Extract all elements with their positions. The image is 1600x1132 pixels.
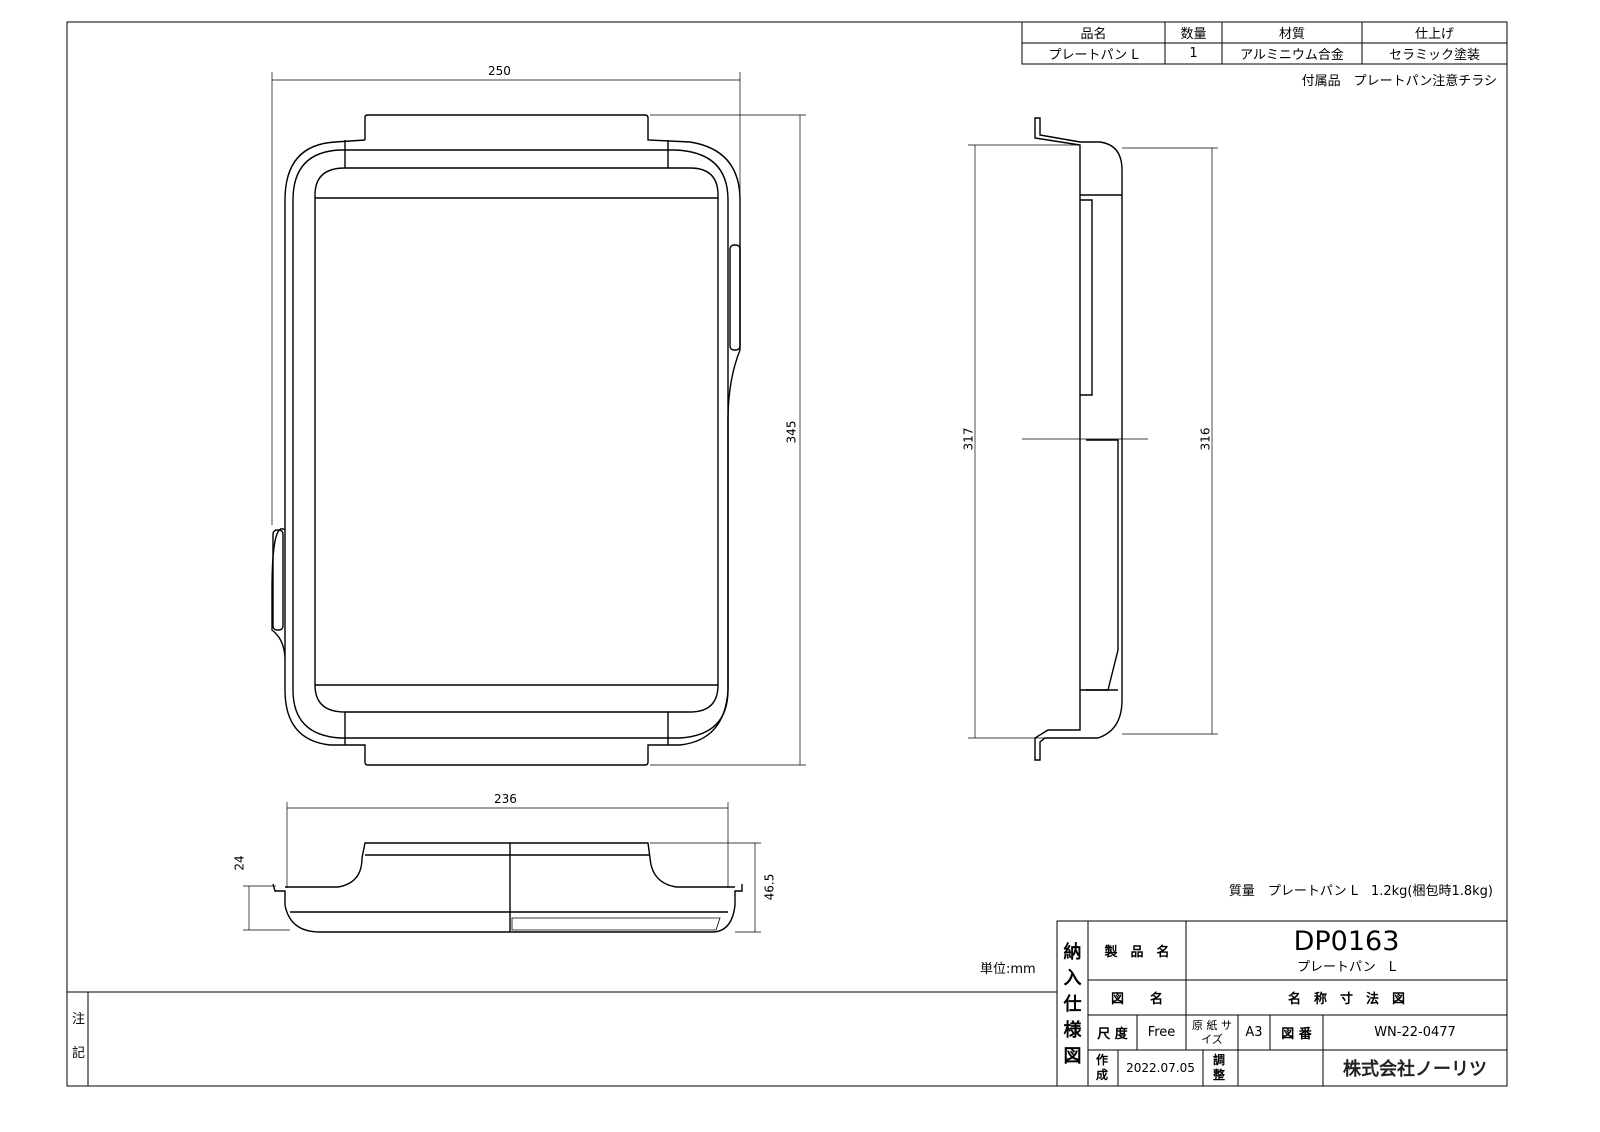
notes-label-2: 記 <box>72 1046 86 1061</box>
title-block-grid <box>1056 920 1508 1087</box>
parts-header-qty: 数量 <box>1180 27 1207 42</box>
scale-label: 尺 度 <box>1097 1027 1128 1042</box>
parts-table-grid <box>1021 21 1508 65</box>
dim-front-height-inner: 24 <box>232 855 247 871</box>
doc-type-char: 図 <box>1063 1046 1082 1067</box>
parts-finish: セラミック塗装 <box>1388 48 1480 63</box>
parts-qty: 1 <box>1189 46 1198 61</box>
created-label: 作 成 <box>1096 1053 1109 1082</box>
front-view <box>272 842 743 933</box>
dim-top-width: 250 <box>488 64 511 78</box>
dim-front-width: 236 <box>494 792 517 806</box>
checked-label: 調 整 <box>1213 1053 1226 1082</box>
doc-type-char: 様 <box>1063 1020 1082 1041</box>
unit-label: 単位:mm <box>980 962 1036 977</box>
dim-side-length-right: 316 <box>1198 427 1213 451</box>
front-view-dimensions <box>243 802 761 933</box>
parts-header-finish: 仕上げ <box>1414 27 1454 42</box>
product-code: DP0163 <box>1293 925 1400 957</box>
notes-label-1: 注 <box>72 1012 86 1027</box>
parts-material: アルミニウム合金 <box>1240 48 1344 63</box>
parts-header-name: 品名 <box>1080 27 1107 42</box>
drawing-name: 名 称 寸 法 図 <box>1287 992 1405 1007</box>
side-view <box>1034 117 1123 761</box>
paper-size-value: A3 <box>1245 1025 1263 1040</box>
dim-side-length-left: 317 <box>961 427 976 451</box>
scale-value: Free <box>1147 1025 1176 1040</box>
sheet-border <box>66 21 1508 1087</box>
accessory-note: 付属品 プレートパン注意チラシ <box>1301 74 1497 89</box>
top-view-dimensions <box>271 72 806 766</box>
drawing-no-value: WN-22-0477 <box>1374 1025 1456 1040</box>
mass-note: 質量 プレートパン L 1.2kg(梱包時1.8kg) <box>1228 884 1493 899</box>
product-name: プレートパン L <box>1297 959 1396 975</box>
drawing-name-label: 図 名 <box>1110 992 1163 1007</box>
parts-name: プレートパン L <box>1048 48 1139 63</box>
doc-type-char: 仕 <box>1063 994 1082 1015</box>
created-date: 2022.07.05 <box>1126 1061 1195 1075</box>
drawing-no-label: 図 番 <box>1281 1027 1312 1042</box>
dim-front-height-total: 46.5 <box>762 873 777 901</box>
paper-size-label: 原 紙 サイズ <box>1192 1018 1232 1046</box>
parts-header-material: 材質 <box>1278 27 1305 42</box>
doc-type-char: 納 <box>1063 942 1082 963</box>
top-view <box>271 114 741 766</box>
product-name-label: 製 品 名 <box>1104 945 1170 960</box>
doc-type-char: 入 <box>1063 968 1082 989</box>
company-logo: 株式会社ノーリツ <box>1343 1059 1487 1080</box>
dim-top-length: 345 <box>784 420 799 444</box>
doc-type-vertical: 納 入 仕 様 図 <box>1057 940 1088 1070</box>
side-view-dimensions <box>968 144 1218 739</box>
